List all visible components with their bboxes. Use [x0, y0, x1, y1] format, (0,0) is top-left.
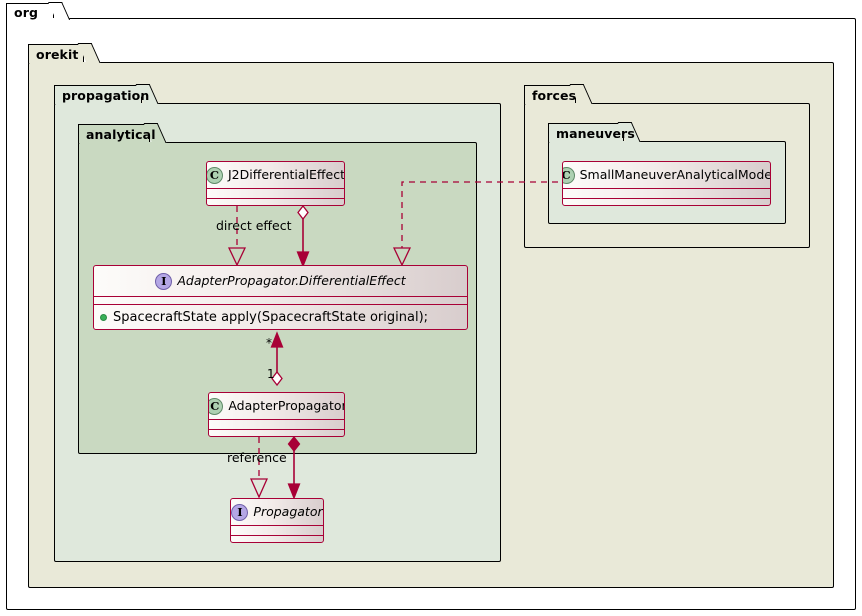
methods-compartment [207, 199, 344, 205]
package-analytical-tab: analytical [78, 124, 155, 143]
package-forces-tab: forces [524, 85, 576, 104]
attributes-compartment [563, 189, 770, 198]
package-propagation-label: propagation [62, 87, 150, 103]
edge-label-reference: reference [227, 450, 287, 465]
divider [563, 198, 770, 199]
package-org-seam [8, 18, 67, 21]
divider [94, 296, 467, 297]
class-small-maneuver-name: SmallManeuverAnalyticalModel [579, 166, 771, 182]
divider [94, 304, 467, 305]
interface-name: AdapterPropagator.DifferentialEffect [177, 272, 406, 288]
package-analytical-label: analytical [86, 126, 156, 142]
multiplicity-one: 1 [267, 367, 275, 381]
attributes-compartment [209, 420, 344, 429]
class-j2-differential-effect[interactable]: C J2DifferentialEffect [206, 161, 345, 206]
method-signature: SpacecraftState apply(SpacecraftState or… [113, 310, 429, 325]
attributes-compartment [207, 189, 344, 198]
package-forces-label: forces [532, 87, 577, 103]
interface-adapter-propagator-differential-effect[interactable]: I AdapterPropagator.DifferentialEffect S… [93, 265, 468, 330]
methods-compartment [231, 536, 323, 542]
edge-label-direct-effect: direct effect [216, 218, 292, 233]
package-orekit-tab: orekit [28, 44, 84, 63]
interface-badge-icon: I [231, 503, 249, 521]
package-propagation-seam [56, 103, 156, 106]
class-small-maneuver-header: C SmallManeuverAnalyticalModel [563, 162, 770, 188]
class-badge-icon: C [209, 397, 224, 415]
class-adapter-propagator-name: AdapterPropagator [228, 397, 345, 413]
divider [209, 419, 344, 420]
multiplicity-star: * [266, 336, 272, 350]
package-forces-seam [526, 103, 590, 106]
attributes-compartment [94, 297, 467, 304]
divider [207, 188, 344, 189]
attributes-compartment [231, 526, 323, 535]
interface-propagator-header: I Propagator [231, 499, 323, 525]
package-maneuvers-label: maneuvers [556, 125, 635, 141]
interface-badge-icon: I [155, 272, 173, 290]
methods-compartment [563, 199, 770, 205]
package-analytical-seam [80, 142, 164, 145]
class-adapter-propagator[interactable]: C AdapterPropagator [208, 392, 345, 437]
package-orekit-seam [30, 62, 98, 65]
class-j2-differential-effect-name: J2DifferentialEffect [228, 166, 345, 182]
package-org-label: org [14, 4, 38, 20]
public-visibility-icon [100, 314, 107, 321]
class-badge-icon: C [563, 166, 575, 184]
interface-propagator[interactable]: I Propagator [230, 498, 324, 543]
methods-compartment [209, 430, 344, 436]
package-org-tab: org [6, 3, 54, 20]
package-propagation-tab: propagation [54, 85, 149, 104]
divider [563, 188, 770, 189]
class-j2-differential-effect-header: C J2DifferentialEffect [207, 162, 344, 188]
methods-compartment: SpacecraftState apply(SpacecraftState or… [94, 305, 467, 329]
interface-header: I AdapterPropagator.DifferentialEffect [94, 266, 467, 296]
package-maneuvers-tab: maneuvers [548, 123, 635, 142]
package-maneuvers-seam [550, 141, 638, 144]
class-small-maneuver-analytical-model[interactable]: C SmallManeuverAnalyticalModel [562, 161, 771, 206]
package-orekit-label: orekit [36, 46, 79, 62]
class-adapter-propagator-header: C AdapterPropagator [209, 393, 344, 419]
interface-propagator-name: Propagator [253, 503, 323, 519]
method-row: SpacecraftState apply(SpacecraftState or… [100, 311, 428, 324]
class-badge-icon: C [207, 166, 223, 184]
divider [231, 525, 323, 526]
divider [231, 535, 323, 536]
divider [207, 198, 344, 199]
divider [209, 429, 344, 430]
